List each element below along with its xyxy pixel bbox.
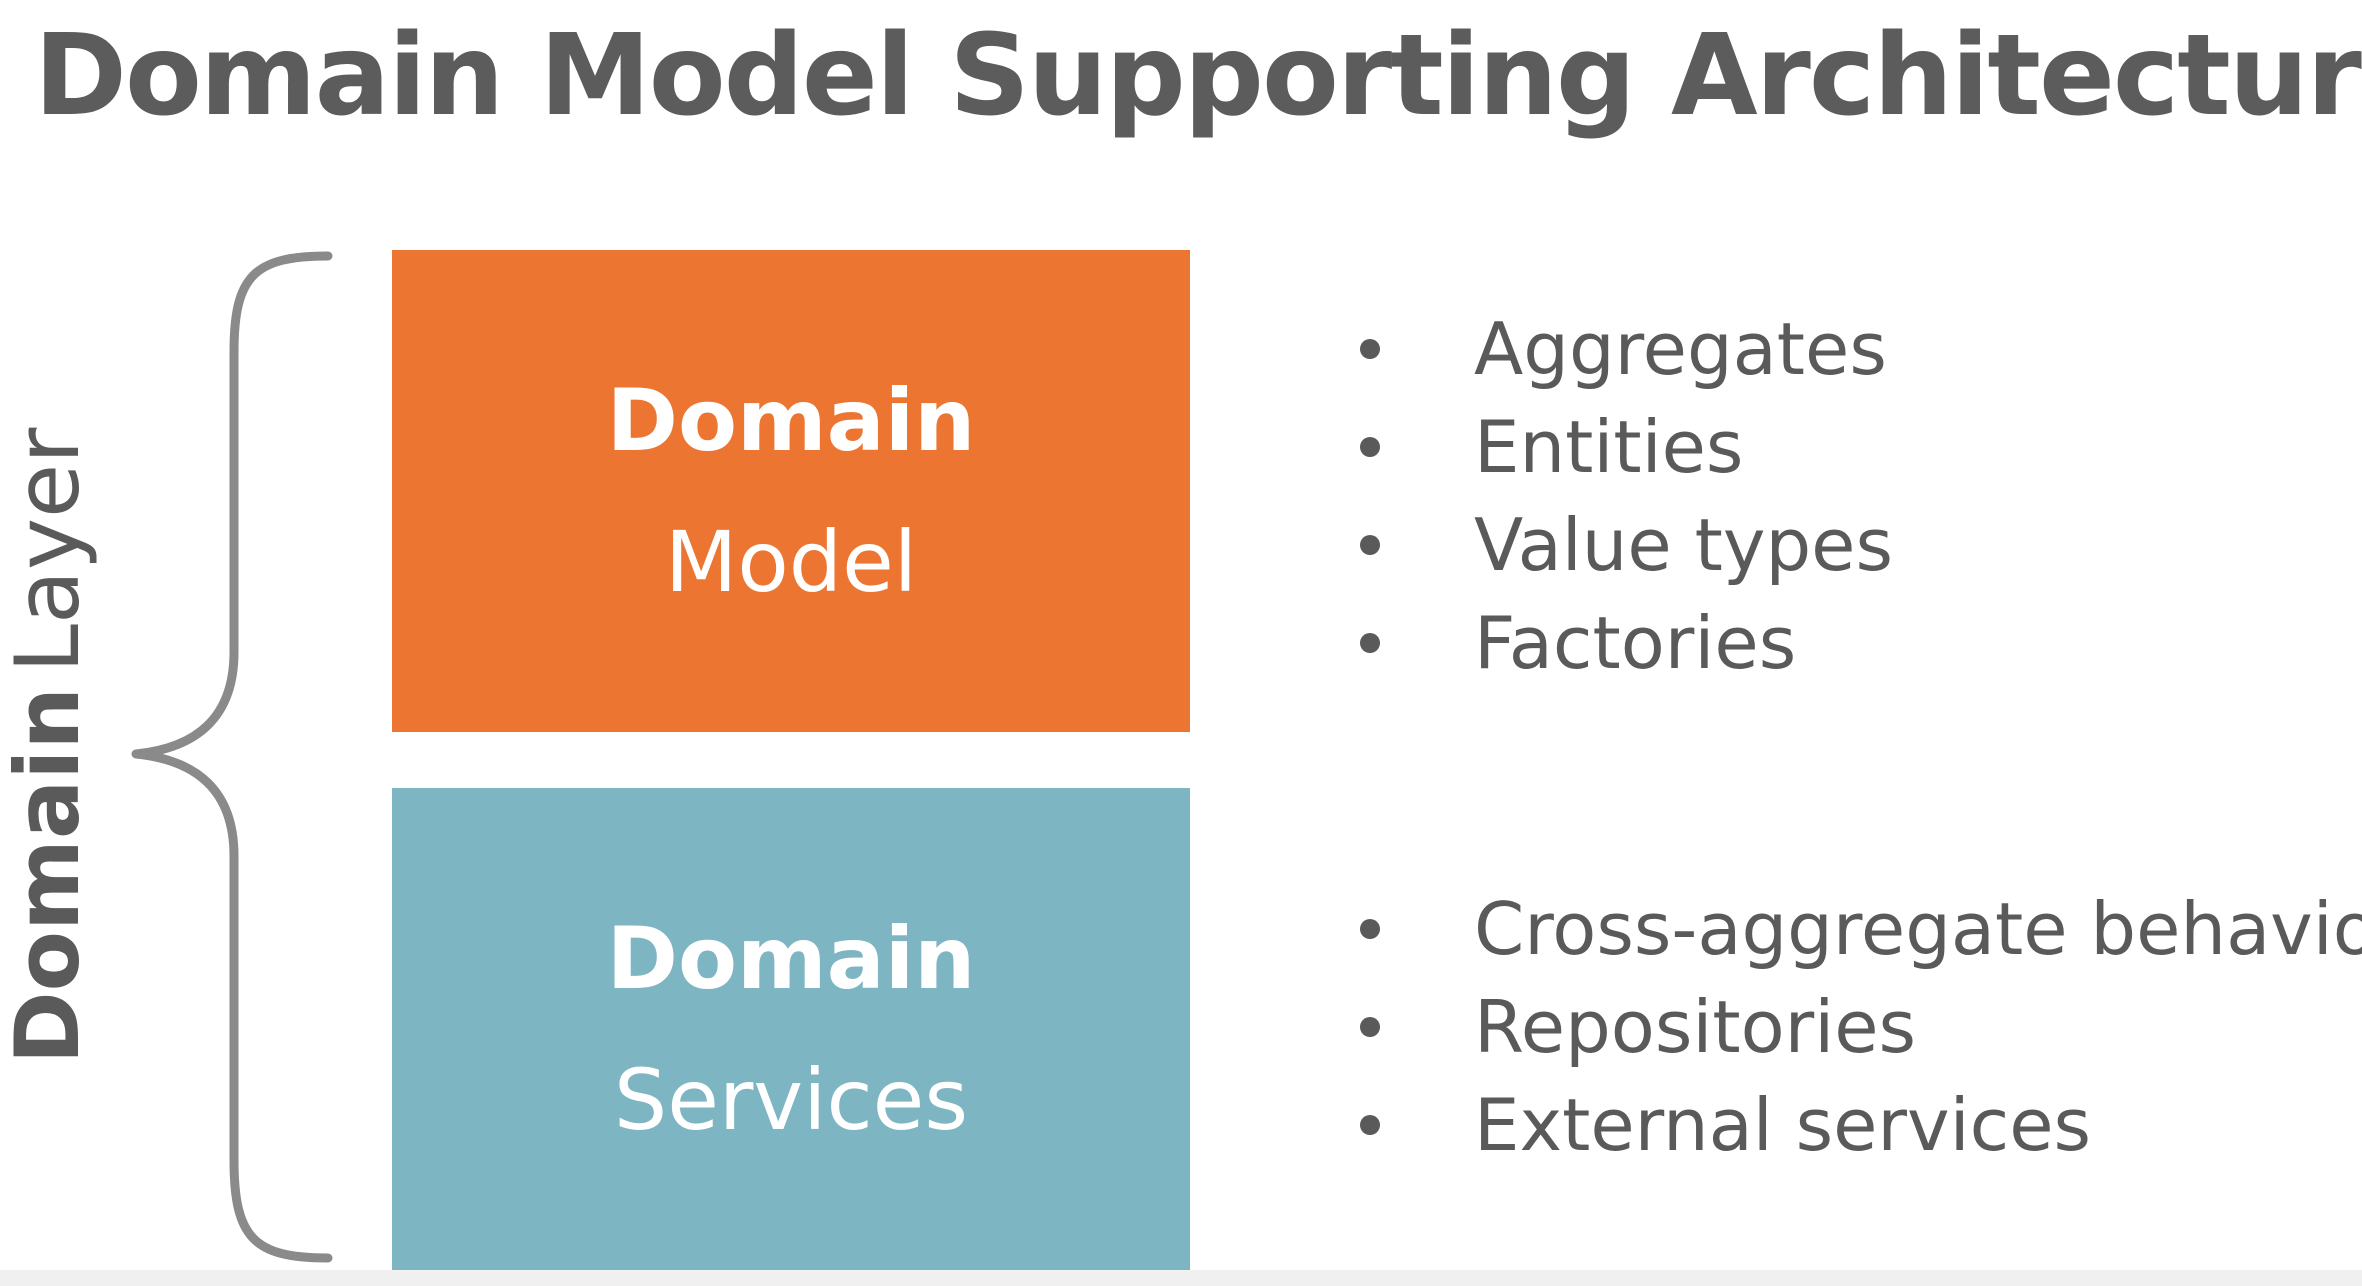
bullet-icon (1360, 1115, 1380, 1135)
bullet-icon (1360, 1017, 1380, 1037)
bullet-icon (1360, 437, 1380, 457)
page-title: Domain Model Supporting Architecture (34, 11, 2362, 141)
curly-brace-icon (131, 251, 333, 1263)
bullet-icon (1360, 339, 1380, 359)
list-item-text: External services (1474, 1083, 2092, 1167)
domain-model-list: Aggregates Entities Value types Factorie… (1340, 300, 1893, 692)
domain-services-subtitle: Services (613, 1051, 969, 1149)
list-item-text: Entities (1474, 405, 1744, 489)
domain-model-subtitle: Model (664, 513, 918, 611)
list-item: Factories (1340, 594, 1893, 692)
domain-services-list: Cross-aggregate behavior Repositories Ex… (1340, 880, 2362, 1174)
domain-services-box: Domain Services (392, 788, 1190, 1270)
list-item-text: Repositories (1474, 985, 1917, 1069)
domain-model-title: Domain (606, 371, 976, 471)
list-item: Value types (1340, 496, 1893, 594)
bottom-band (0, 1270, 2362, 1286)
list-item-text: Value types (1474, 503, 1893, 587)
list-item: Cross-aggregate behavior (1340, 880, 2362, 978)
layer-label-bold: Domain (0, 686, 99, 1065)
list-item-text: Cross-aggregate behavior (1474, 887, 2362, 971)
domain-model-box: Domain Model (392, 250, 1190, 732)
layer-label-light: Layer (0, 427, 99, 673)
list-item-text: Factories (1474, 601, 1797, 685)
bullet-icon (1360, 633, 1380, 653)
list-item: External services (1340, 1076, 2362, 1174)
bullet-icon (1360, 535, 1380, 555)
bullet-icon (1360, 919, 1380, 939)
list-item: Repositories (1340, 978, 2362, 1076)
list-item: Entities (1340, 398, 1893, 496)
list-item: Aggregates (1340, 300, 1893, 398)
list-item-text: Aggregates (1474, 307, 1887, 391)
domain-services-title: Domain (606, 909, 976, 1009)
